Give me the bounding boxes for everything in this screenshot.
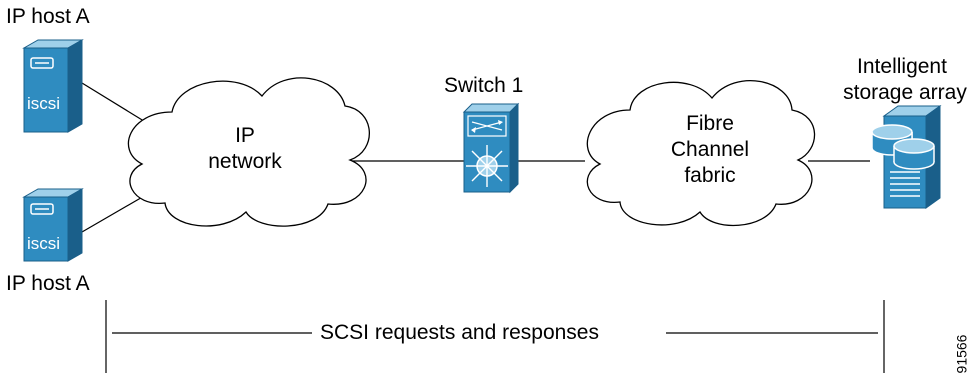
fc-fabric-cloud <box>586 79 816 227</box>
scsi-span-bracket <box>105 300 885 373</box>
ip-network-label-line1: IP <box>235 124 255 147</box>
host-bottom-badge: iscsi <box>27 234 61 253</box>
scsi-span-label: SCSI requests and responses <box>320 321 599 344</box>
ip-network-label-line2: network <box>208 150 282 173</box>
storage-label-line1: Intelligent <box>857 55 947 78</box>
switch-icon <box>462 102 520 194</box>
fc-fabric-label-line3: fabric <box>684 164 736 187</box>
ip-network-cloud <box>127 77 370 227</box>
storage-array-icon <box>871 105 942 209</box>
link-host-top-to-ip-network <box>81 82 153 127</box>
host-top-label: IP host A <box>6 5 90 28</box>
fc-fabric-label-line2: Channel <box>670 138 750 161</box>
fc-fabric-label-line1: Fibre <box>686 112 734 135</box>
switch-label: Switch 1 <box>444 74 524 97</box>
host-top-badge: iscsi <box>27 94 61 113</box>
host-server-bottom-icon <box>22 188 84 262</box>
figure-id: 91566 <box>953 334 970 374</box>
host-bottom-label: IP host A <box>6 272 90 295</box>
storage-label-line2: storage array <box>843 81 967 104</box>
host-server-top-icon <box>22 39 84 133</box>
